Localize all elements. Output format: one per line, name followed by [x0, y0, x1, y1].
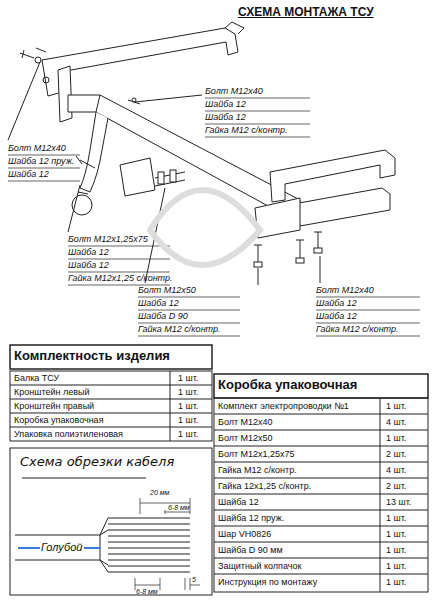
- table-heading: Коробка упаковочная: [218, 378, 357, 393]
- callout-label: Шайба 12: [316, 298, 357, 308]
- dimension-label: 6-8 мм: [168, 504, 190, 512]
- quantity-cell: 1 шт.: [178, 401, 198, 411]
- table-cell: Балка ТСУ: [14, 373, 59, 383]
- table-cell: Защитный колпачок: [218, 561, 301, 571]
- table-cell: Гайка М12 с/контр.: [218, 465, 297, 475]
- callout-label: Болт М12х40: [205, 86, 263, 96]
- table-cell: Кронштейн левый: [14, 387, 90, 397]
- table-cell: Болт М12х40: [218, 417, 273, 427]
- quantity-cell: 4 шт.: [386, 465, 406, 475]
- table-cell: Болт М12х50: [218, 433, 273, 443]
- quantity-cell: 13 шт.: [386, 497, 411, 507]
- quantity-cell: 1 шт.: [386, 433, 406, 443]
- callout-label: Гайка М12х1,25 с/контр.: [68, 273, 173, 283]
- table-cell: Коробка упаковочная: [14, 415, 104, 425]
- quantity-cell: 1 шт.: [178, 373, 198, 383]
- dimension-label: 5: [192, 576, 196, 584]
- quantity-cell: 1 шт.: [386, 513, 406, 523]
- table-cell: Шайба 12: [218, 497, 259, 507]
- quantity-cell: 1 шт.: [178, 429, 198, 439]
- callout-label: Болт М12х1,25х75: [68, 234, 148, 244]
- callout-label: Гайка М12 с/контр.: [316, 324, 398, 334]
- table-heading: Комплектность изделия: [14, 349, 170, 364]
- quantity-cell: 1 шт.: [386, 545, 406, 555]
- callout-label: Шайба 12: [205, 99, 246, 109]
- quantity-cell: 1 шт.: [386, 577, 406, 587]
- quantity-cell: 1 шт.: [178, 387, 198, 397]
- callout-label: Болт М12х50: [138, 285, 196, 295]
- callout-label: Шайба 12 пруж.: [8, 156, 74, 166]
- dimension-label: 20 мм: [150, 489, 169, 497]
- callout-label: Шайба 12: [205, 112, 246, 122]
- table-cell: Комплект электропроводки №1: [218, 401, 349, 411]
- wire-color-label: Голубой: [40, 541, 84, 554]
- callout-label: Гайка М12 с/контр.: [138, 324, 220, 334]
- callout-label: Болт М12х40: [8, 143, 66, 153]
- quantity-cell: 4 шт.: [386, 417, 406, 427]
- callout-label: Шайба 12: [68, 260, 109, 270]
- callout-label: Шайба 12: [68, 247, 109, 257]
- callout-label: Шайба 12: [316, 311, 357, 321]
- quantity-cell: 2 шт.: [386, 481, 406, 491]
- quantity-cell: 2 шт.: [386, 449, 406, 459]
- box-heading: Схема обрезки кабеля: [20, 455, 174, 470]
- table-cell: Упаковка полиэтиленовая: [14, 429, 123, 439]
- diagram-title: СХЕМА МОНТАЖА ТСУ: [238, 6, 374, 20]
- quantity-cell: 1 шт.: [386, 561, 406, 571]
- table-cell: Кронштейн правый: [14, 401, 94, 411]
- table-cell: Шар VH0826: [218, 529, 271, 539]
- table-cell: Инструкция по монтажу: [218, 577, 317, 587]
- callout-label: Шайба 12: [8, 169, 49, 179]
- quantity-cell: 1 шт.: [386, 529, 406, 539]
- quantity-cell: 1 шт.: [178, 415, 198, 425]
- table-cell: Гайка 12х1,25 с/контр.: [218, 481, 311, 491]
- dimension-label: 6-8 мм: [136, 588, 158, 596]
- table-cell: Шайба D 90 мм: [218, 545, 283, 555]
- callout-label: Шайба D 90: [138, 311, 188, 321]
- callout-label: Гайка М12 с/контр.: [205, 125, 287, 135]
- quantity-cell: 1 шт.: [386, 401, 406, 411]
- table-cell: Болт М12х1,25х75: [218, 449, 295, 459]
- callout-label: Болт М12х40: [316, 285, 374, 295]
- callout-label: Шайба 12: [138, 298, 179, 308]
- table-cell: Шайба 12 пруж.: [218, 513, 284, 523]
